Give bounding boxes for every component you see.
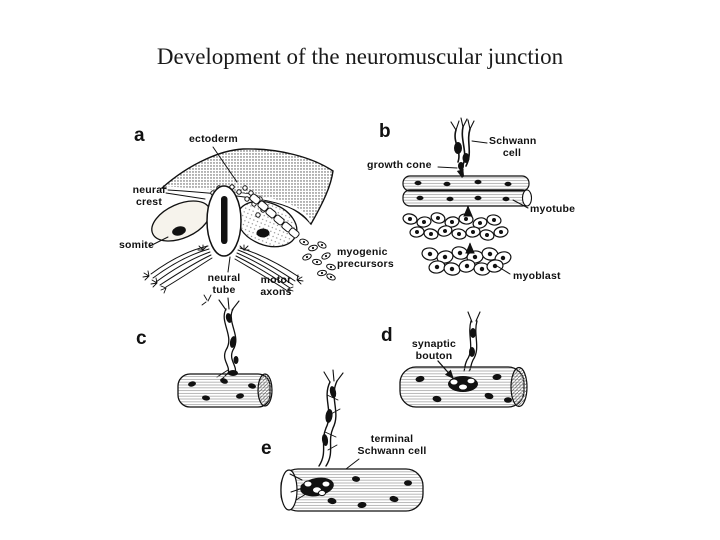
label-somite: somite bbox=[119, 239, 155, 251]
somite-right bbox=[236, 200, 298, 248]
label-motor-axons: motor axons bbox=[260, 274, 292, 298]
label-neural-tube: neural tube bbox=[207, 272, 241, 296]
label-ectoderm: ectoderm bbox=[189, 133, 238, 145]
terminal-e bbox=[289, 473, 334, 501]
panel-e-letter: e bbox=[261, 438, 272, 459]
axon-with-schwann-cell bbox=[216, 297, 240, 381]
panel-e-terminal-schwann bbox=[280, 369, 424, 512]
slide-title: Development of the neuromuscular junctio… bbox=[156, 44, 564, 69]
axon-e bbox=[318, 369, 344, 467]
panel-b-myotube-formation bbox=[402, 117, 533, 276]
axon-d bbox=[463, 311, 481, 372]
label-myotube: myotube bbox=[530, 203, 576, 215]
neural-tube bbox=[206, 185, 242, 257]
fusion-arrows bbox=[463, 205, 475, 254]
myotube-c bbox=[177, 373, 273, 408]
panel-c-axon-contact bbox=[177, 297, 273, 408]
terminal-leader-line bbox=[345, 458, 360, 470]
bouton-d bbox=[448, 376, 478, 392]
label-synaptic-bouton: synaptic bouton bbox=[411, 338, 457, 362]
label-myoblast: myoblast bbox=[513, 270, 561, 282]
label-neural-crest: neural crest bbox=[132, 184, 166, 208]
somite-left bbox=[151, 200, 211, 242]
label-growth-cone: growth cone bbox=[367, 159, 432, 171]
panel-c-letter: c bbox=[136, 328, 147, 349]
synaptic-bouton-arrow bbox=[437, 360, 454, 379]
panel-d-synaptic-bouton bbox=[399, 311, 528, 408]
schwann-cell-drawing bbox=[450, 117, 475, 177]
panel-b-letter: b bbox=[379, 121, 391, 142]
motor-axons-right bbox=[234, 247, 300, 291]
myoblast-chains bbox=[402, 212, 509, 241]
label-terminal-schwann-cell: terminal Schwann cell bbox=[357, 433, 427, 457]
panel-a-letter: a bbox=[134, 125, 145, 146]
myotube-pair bbox=[402, 175, 533, 207]
label-myogenic-precursors: myogenic precursors bbox=[337, 246, 394, 270]
myogenic-precursor-cells bbox=[299, 238, 336, 281]
label-schwann-cell: Schwann cell bbox=[489, 135, 537, 159]
myotome-band bbox=[249, 193, 300, 239]
motor-axons-left bbox=[150, 245, 213, 288]
myoblast-cluster bbox=[421, 246, 512, 276]
panel-a-embryo-cross-section bbox=[142, 146, 336, 306]
panel-b-leader-lines bbox=[437, 140, 529, 275]
axon-sprigs bbox=[142, 244, 304, 306]
panel-a-leader-lines bbox=[149, 146, 238, 273]
panel-d-letter: d bbox=[381, 325, 393, 346]
